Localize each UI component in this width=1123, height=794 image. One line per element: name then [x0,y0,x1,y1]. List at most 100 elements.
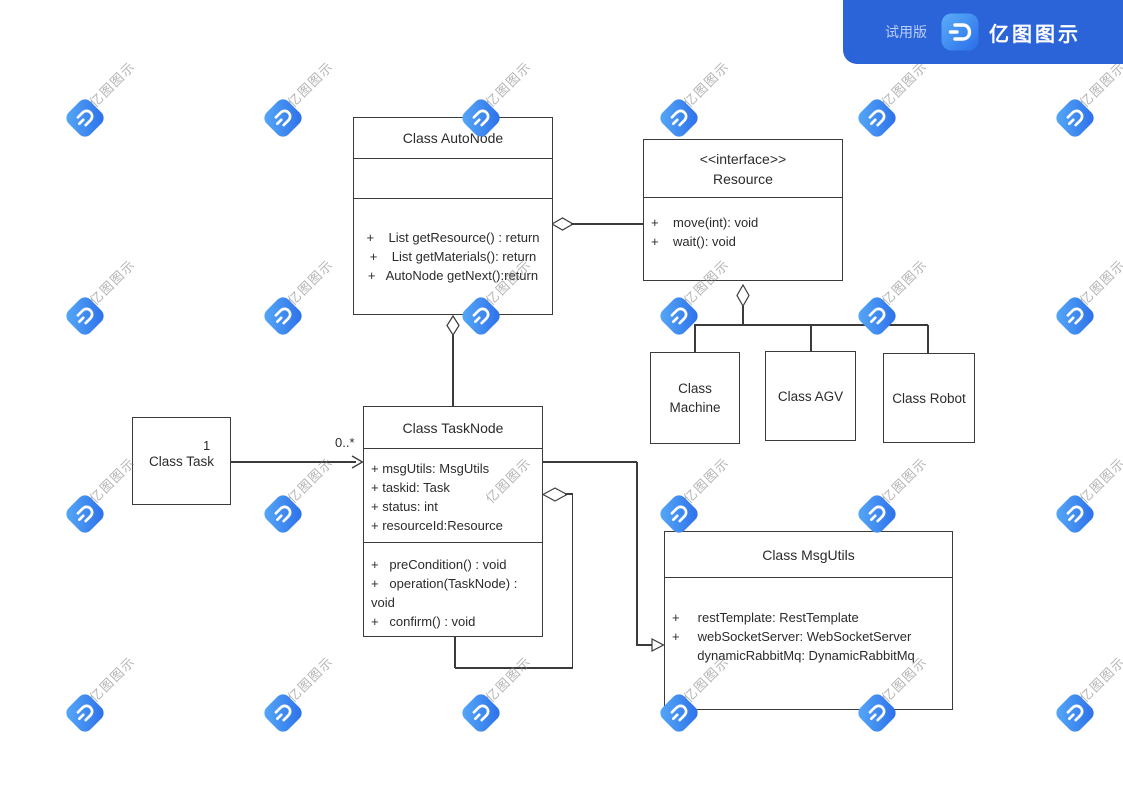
member-line: + List getResource() : return [366,230,540,245]
trial-banner: 试用版 亿图图示 [843,0,1123,64]
class-box-msgutils[interactable]: Class MsgUtils + restTemplate: RestTempl… [664,531,953,710]
connector-segment [455,667,573,669]
connector-segment [454,637,456,668]
edraw-logo-icon [1056,297,1094,335]
member-line: + operation(TaskNode) : [371,576,518,591]
watermark-text: 亿图图示 [1076,653,1123,706]
connector-segment [231,461,356,463]
class-title: <<interface>> Resource [644,140,842,198]
connector-segment [694,325,696,352]
connector-segment [636,462,638,646]
watermark-text: 亿图图示 [878,454,931,507]
member-line: + resourceId:Resource [371,518,503,533]
class-methods: + List getResource() : return + List get… [354,199,552,312]
watermark-text: 亿图图示 [86,58,139,111]
member-line: dynamicRabbitMq: DynamicRabbitMq [672,648,915,663]
edraw-logo-icon [858,99,896,137]
class-box-resource[interactable]: <<interface>> Resource + move(int): void… [643,139,843,281]
member-line: + List getMaterials(): return [369,249,537,264]
class-methods: + preCondition() : void + operation(Task… [364,543,542,635]
member-line: + restTemplate: RestTemplate [672,610,859,625]
watermark-text: 亿图图示 [680,454,733,507]
connector-segment [637,644,653,646]
connector-segment [452,335,454,406]
connector-segment [694,324,928,326]
class-title: Class AGV [777,388,844,404]
member-line: + wait(): void [651,234,736,249]
class-methods: + move(int): void + wait(): void [644,198,842,280]
member-line: + webSocketServer: WebSocketServer [672,629,912,644]
watermark-text: 亿图图示 [1076,454,1123,507]
class-attributes [354,159,552,199]
connector-segment [565,493,573,495]
edraw-logo-icon [264,495,302,533]
class-box-agv[interactable]: Class AGV [765,351,856,441]
edraw-logo-icon [66,495,104,533]
connector-segment [543,461,637,463]
class-box-machine[interactable]: Class Machine [650,352,740,444]
watermark-text: 亿图图示 [680,58,733,111]
edraw-brand-name: 亿图图示 [989,23,1081,46]
edraw-logo-icon [1056,694,1094,732]
edraw-logo-icon [858,495,896,533]
member-line: + preCondition() : void [371,557,507,572]
stereotype-label: <<interface>> [699,150,787,167]
aggregation-diamond-icon [446,315,460,336]
class-title: Class MsgUtils [665,532,952,578]
edraw-logo-icon [66,694,104,732]
watermark-text: 亿图图示 [284,653,337,706]
open-arrowhead-icon [351,455,364,469]
class-attributes: + msgUtils: MsgUtils + taskid: Task + st… [364,449,542,543]
class-box-autonode[interactable]: Class AutoNode + List getResource() : re… [353,117,553,315]
connector-segment [571,494,573,668]
class-box-task[interactable]: Class Task [132,417,231,505]
class-box-robot[interactable]: Class Robot [883,353,975,443]
member-line: + taskid: Task [371,480,450,495]
edraw-logo-icon [1056,495,1094,533]
watermark-text: 亿图图示 [1076,58,1123,111]
watermark-text: 亿图图示 [284,58,337,111]
class-title: Class Task [148,453,215,469]
edraw-logo-icon [660,99,698,137]
member-line: + move(int): void [651,215,759,230]
member-line: + AutoNode getNext():return [367,268,539,283]
edraw-logo-icon [264,297,302,335]
watermark-text: 亿图图示 [86,454,139,507]
class-attributes: + restTemplate: RestTemplate + webSocket… [665,578,952,709]
connector-segment [810,325,812,351]
class-title: Class TaskNode [364,407,542,449]
class-box-tasknode[interactable]: Class TaskNode + msgUtils: MsgUtils + ta… [363,406,543,637]
class-title: Class AutoNode [354,118,552,159]
edraw-logo-icon [660,495,698,533]
edraw-logo-icon [858,297,896,335]
member-line: + confirm() : void [371,614,476,629]
edraw-logo-icon [264,694,302,732]
watermark-text: 亿图图示 [1076,256,1123,309]
connector-segment [927,325,929,353]
watermark-text: 亿图图示 [878,58,931,111]
triangle-arrowhead-icon [651,638,665,652]
aggregation-diamond-icon [736,284,750,307]
watermark-text: 亿图图示 [284,256,337,309]
trial-version-label[interactable]: 试用版 [885,24,927,40]
multiplicity-label: 0..* [335,435,355,450]
watermark-text: 亿图图示 [86,256,139,309]
watermark-text: 亿图图示 [482,58,535,111]
class-title: Class Robot [892,390,966,406]
edraw-logo-icon [66,99,104,137]
member-line: + status: int [371,499,438,514]
connector-segment [742,306,744,325]
watermark-text: 亿图图示 [878,256,931,309]
multiplicity-label: 1 [203,438,211,453]
edraw-logo-icon [462,694,500,732]
member-line: + msgUtils: MsgUtils [371,461,490,476]
watermark-text: 亿图图示 [86,653,139,706]
edraw-logo-icon [1056,99,1094,137]
class-title-text: Resource [713,170,773,187]
member-line: void [371,595,395,610]
watermark-text: 亿图图示 [482,653,535,706]
connector-segment [571,223,643,225]
edraw-logo-icon [264,99,302,137]
class-title: Class Machine [669,381,721,415]
